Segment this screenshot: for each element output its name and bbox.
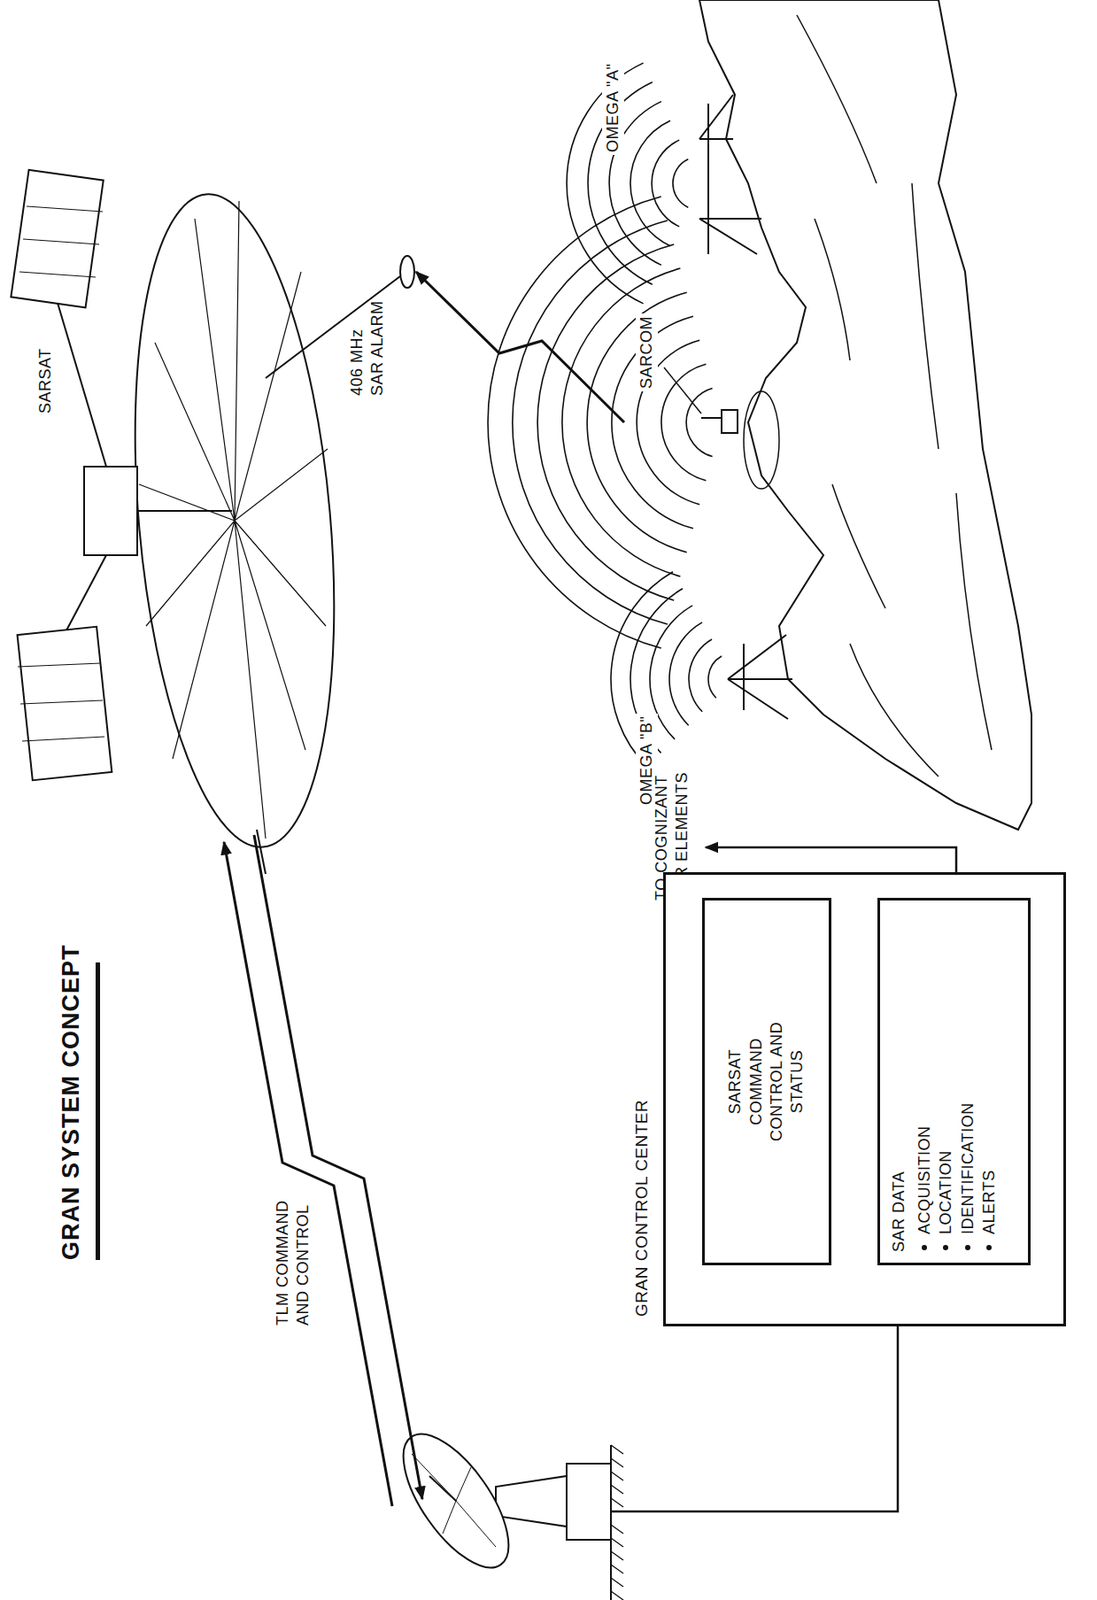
mast [727, 678, 793, 680]
box-text: IDENTIFICATION [957, 1102, 979, 1235]
radio-wave [562, 268, 681, 577]
sarcom-beacon [664, 367, 738, 433]
link-label: TLM COMMAND AND CONTROL [272, 1192, 313, 1326]
feed-antenna [400, 255, 415, 288]
box-text: SAR DATA [888, 1171, 910, 1252]
radio-wave [537, 244, 674, 601]
boom [66, 555, 107, 631]
bullet-dot [986, 1244, 992, 1251]
terrain-ridge [796, 15, 992, 777]
signal-label: 406 MHz SAR ALARM [347, 298, 387, 396]
radio-wave [651, 139, 680, 227]
pedestal [495, 1475, 567, 1527]
radio-wave [708, 656, 722, 698]
box-text: ACQUISITION [914, 1125, 935, 1235]
process-box: SARSAT COMMAND CONTROL AND STATUS [702, 897, 832, 1266]
feed-strut [429, 1475, 456, 1501]
radio-wave [669, 622, 703, 726]
satellite-dish [110, 185, 359, 856]
terrain [699, 0, 1032, 830]
diagram-title: GRAN SYSTEM CONCEPT [56, 943, 87, 1260]
cable [610, 1326, 898, 1512]
antenna-wires [727, 634, 788, 719]
beacon-body [721, 409, 738, 433]
radio-wave [686, 387, 713, 456]
box-heading: SAR DATA [888, 911, 910, 1252]
ground-dish [383, 1417, 528, 1584]
antenna-wires [699, 94, 758, 255]
ground-antenna [383, 1417, 624, 1600]
bullet-item: ACQUISITION [914, 911, 935, 1252]
ground-hatch [610, 1444, 624, 1600]
telemetry-link [224, 842, 393, 1507]
boom [57, 302, 107, 467]
sarsat-satellite [10, 169, 415, 874]
bullet-dot [965, 1244, 971, 1251]
satellite-label: SARSAT [35, 347, 56, 414]
bullet-dot [921, 1244, 928, 1251]
beacon-antenna [701, 417, 722, 419]
crash-site [743, 391, 780, 489]
radio-wave [487, 196, 662, 649]
radio-wave [688, 639, 712, 712]
radio-wave [672, 159, 688, 208]
terrain-band [699, 0, 1032, 830]
radio-wave [661, 363, 706, 480]
alarm-signal [416, 271, 625, 423]
dish-ribs [411, 1453, 496, 1547]
telemetry-link [254, 834, 423, 1499]
radio-wave [630, 120, 671, 246]
box-text: SARSAT COMMAND CONTROL AND STATUS [725, 1019, 809, 1144]
pedestal-base [566, 1463, 611, 1540]
bullet-item: ALERTS [979, 911, 1000, 1252]
bullet-item: IDENTIFICATION [957, 911, 979, 1252]
radio-waves [487, 62, 722, 767]
radio-wave [587, 292, 688, 553]
title-underline [95, 962, 101, 1260]
process-box: SAR DATAACQUISITIONLOCATIONIDENTIFICATIO… [877, 897, 1031, 1266]
omega-a-station [699, 94, 762, 255]
box-text: LOCATION [935, 1150, 957, 1235]
bus-mast [137, 509, 232, 512]
bullet-item: LOCATION [935, 911, 957, 1252]
ground-line [610, 1444, 612, 1600]
control-center-box: GRAN CONTROL CENTERSARSAT COMMAND CONTRO… [663, 872, 1067, 1327]
mast [699, 138, 734, 140]
box-heading: GRAN CONTROL CENTER [632, 1099, 652, 1317]
dish-ribs [139, 200, 328, 839]
omega-b-station [727, 634, 793, 719]
station-label: OMEGA "A" [602, 61, 625, 155]
bullet-dot [942, 1244, 949, 1251]
satellite-bus [84, 466, 138, 556]
beacon-label: SARCOM [635, 313, 658, 392]
solar-panel [10, 169, 103, 308]
box-text: ALERTS [979, 1169, 1000, 1235]
